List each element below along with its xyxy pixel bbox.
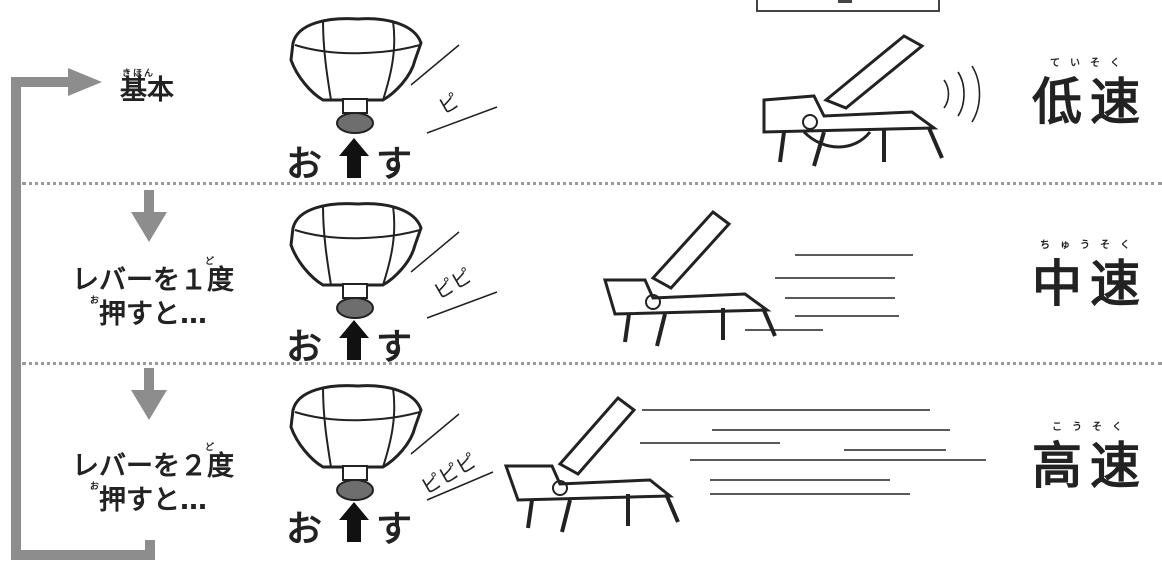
- top-partial-box: [756, 0, 940, 12]
- speed-label-mid: 中速: [1032, 255, 1148, 313]
- drone-illustration-1: [762, 34, 981, 167]
- mode-label-line: 押すと…: [99, 484, 207, 516]
- press-label-left-3: お: [286, 509, 323, 550]
- do-furigana-2: ど: [205, 443, 217, 453]
- speed-furigana-1: ていそく: [1050, 58, 1130, 69]
- o-furigana-1: お: [90, 296, 102, 306]
- lever-icon-2: [289, 202, 498, 319]
- speed-label-high: 高速: [1032, 437, 1148, 495]
- press-label-left-2: お: [286, 327, 323, 368]
- row-divider-1: [22, 182, 1162, 185]
- speed-furigana-2: ちゅうそく: [1040, 240, 1140, 251]
- drone-illustration-3: [503, 395, 986, 533]
- press-label-right-2: す: [376, 327, 413, 368]
- down-arrow-2: [131, 368, 167, 420]
- up-arrow-icon-2: [339, 320, 369, 360]
- row-divider-2: [22, 362, 1162, 365]
- drone-illustration-2: [602, 209, 913, 347]
- lever-icon-1: [289, 17, 498, 134]
- speed-label-low: 低速: [1032, 73, 1148, 131]
- down-arrow-1: [131, 190, 167, 242]
- mode-label-basic: 基本: [112, 74, 182, 108]
- up-arrow-icon-1: [339, 138, 369, 178]
- mode-label-press-once: レバーを１度 押すと…: [58, 264, 248, 332]
- press-label-left-1: お: [286, 144, 323, 185]
- lever-icon-3: [289, 384, 494, 501]
- do-furigana-1: ど: [205, 257, 217, 267]
- press-label-right-3: す: [376, 509, 413, 550]
- kihon-furigana: きほん: [122, 69, 156, 79]
- up-arrow-icon-3: [339, 502, 369, 542]
- mode-label-line: 押すと…: [99, 298, 207, 330]
- press-label-right-1: す: [376, 144, 413, 185]
- mode-label-line: 基本: [120, 75, 174, 106]
- speed-furigana-3: こうそく: [1052, 422, 1132, 433]
- mode-label-line: レバーを１度: [72, 265, 234, 296]
- mode-label-press-twice: レバーを２度 押すと…: [58, 450, 248, 518]
- mode-label-line: レバーを２度: [72, 451, 234, 482]
- top-partial-box-mark: [838, 0, 852, 3]
- o-furigana-2: お: [90, 482, 102, 492]
